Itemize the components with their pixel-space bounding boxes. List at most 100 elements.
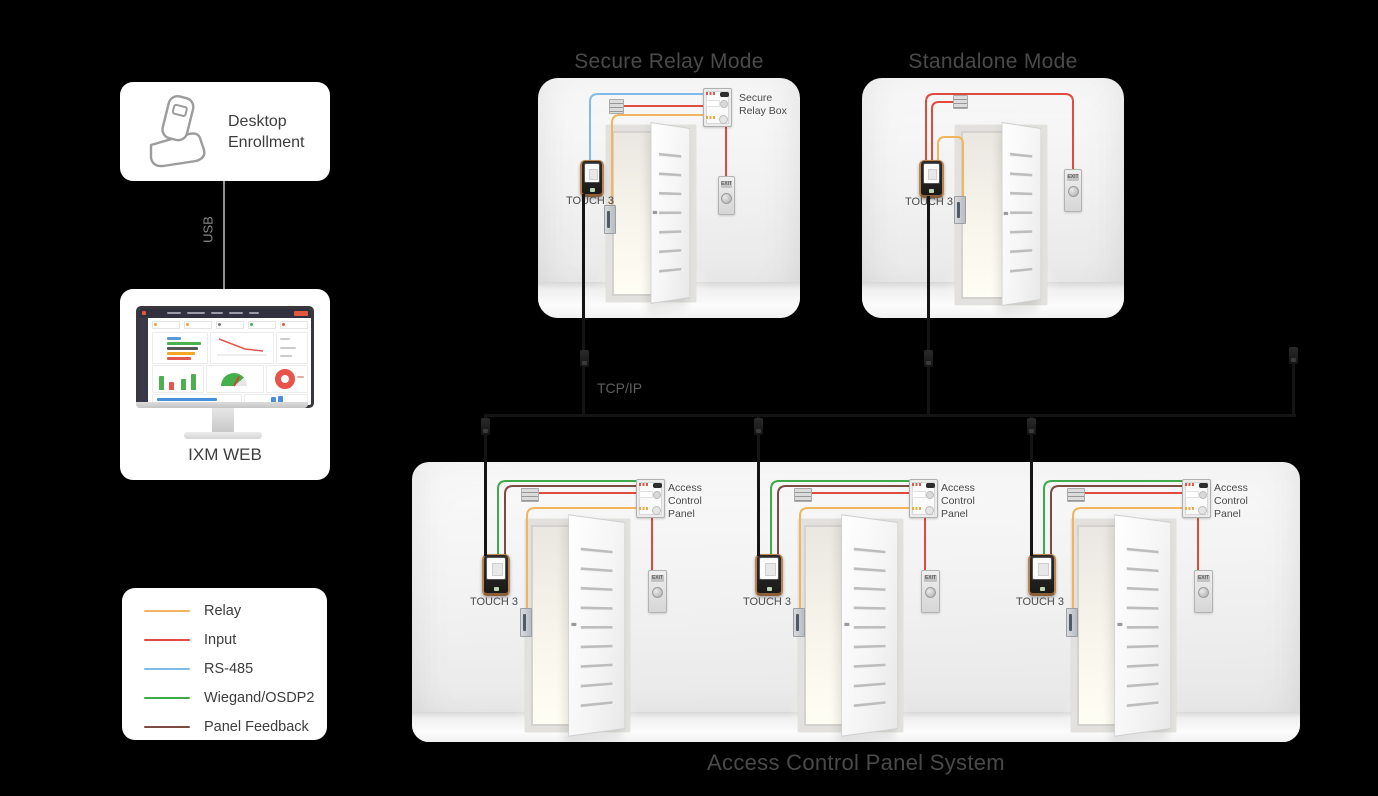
relay-wire (799, 507, 912, 610)
tcpip-drop-3 (1030, 415, 1033, 556)
rj45-plug (1027, 418, 1036, 435)
rj45-plug (580, 350, 589, 367)
door-strike (1066, 608, 1078, 637)
access-control-panel-label: Access Control Panel (1214, 482, 1248, 521)
panel-feedback-wire (1050, 485, 1185, 557)
legend-label: RS-485 (204, 660, 254, 677)
tcpip-bus (484, 414, 1296, 417)
door-contact-sensor (1067, 488, 1085, 502)
acp-door-scene-2: EXIT TOUCH 3 Access Control Panel (685, 462, 975, 742)
rj45-plug (481, 418, 490, 435)
ixm-dashboard-screen (136, 306, 314, 408)
ixm-web-label: IXM WEB (188, 445, 262, 464)
legend-item-wiegand: Wiegand/OSDP2 (122, 683, 327, 712)
touch3-reader (919, 160, 944, 198)
rs485-wire (589, 93, 705, 162)
rj45-plug (924, 350, 933, 367)
exit-push-button (1067, 186, 1079, 197)
input-wire-exit (925, 93, 1074, 171)
exit-push-button (1198, 587, 1209, 598)
access-control-panel-label: Access Control Panel (941, 482, 975, 521)
panel-feedback-wire (504, 485, 639, 557)
door-contact-sensor (521, 488, 539, 502)
rj45-plug (1289, 347, 1298, 364)
usb-line (223, 181, 225, 289)
desktop-enrollment-label: Desktop Enrollment (228, 113, 305, 151)
donut-chart (266, 365, 308, 393)
secure-relay-scene: EXIT TOUCH 3 Secure Relay Box (538, 78, 800, 318)
legend-item-panel-feedback: Panel Feedback (122, 712, 327, 741)
monitor-stand (212, 408, 234, 432)
ixm-web-card: IXM WEB (120, 289, 330, 480)
touch3-label: TOUCH 3 (565, 195, 615, 207)
gauge-chart (206, 365, 264, 393)
tcpip-drop-1 (484, 415, 487, 556)
wiring (770, 480, 926, 610)
wiring (589, 93, 727, 207)
legend-label: Relay (204, 602, 242, 619)
access-control-panel-box (909, 479, 938, 518)
tcpip-cable-secure (582, 194, 585, 415)
relay-wire (526, 507, 639, 610)
touch3-reader (1028, 554, 1056, 596)
legend-label: Panel Feedback (204, 718, 309, 735)
legend-card: Relay Input RS-485 Wiegand/OSDP2 Panel F… (122, 588, 327, 740)
monitor-base (184, 432, 262, 439)
wiring (1043, 480, 1199, 610)
rj45-plug (754, 418, 763, 435)
standalone-mode-title: Standalone Mode (908, 50, 1078, 73)
door-strike (954, 196, 966, 224)
enrollment-scanner-icon (149, 95, 206, 168)
line-chart (210, 332, 274, 364)
door-strike (520, 608, 532, 637)
touch3-label: TOUCH 3 (1015, 596, 1065, 608)
exit-push-button (652, 587, 663, 598)
door-contact-sensor (953, 95, 968, 109)
relay-line-swatch (144, 609, 190, 612)
input-line-swatch (144, 638, 190, 641)
legend-label: Wiegand/OSDP2 (204, 689, 315, 706)
relay-wire (937, 136, 964, 198)
exit-button: EXIT (1064, 169, 1082, 212)
exit-label: EXIT (924, 575, 937, 582)
exit-label: EXIT (651, 575, 664, 582)
door-contact-sensor (609, 99, 624, 114)
panel-feedback-line-swatch (144, 725, 190, 728)
tcpip-stub (1292, 356, 1295, 415)
exit-label: EXIT (1197, 575, 1210, 582)
touch3-reader (482, 554, 510, 596)
acp-system-panel: EXIT TOUCH 3 Access Control Panel (412, 462, 1300, 742)
touch3-label: TOUCH 3 (469, 596, 519, 608)
dashboard-sidebar (139, 318, 148, 405)
exit-push-button (925, 587, 936, 598)
stat-cards (276, 332, 308, 364)
wiegand-wire (497, 480, 639, 557)
door-contact-sensor (794, 488, 812, 502)
touch3-reader (580, 160, 604, 197)
acp-door-scene-1: EXIT TOUCH 3 Access Control Panel (412, 462, 702, 742)
touch3-reader (755, 554, 783, 596)
desktop-enrollment-card: Desktop Enrollment (120, 82, 330, 181)
access-control-panel-box (636, 479, 665, 518)
exit-push-button (721, 193, 732, 204)
acp-system-caption: Access Control Panel System (707, 750, 1005, 775)
usb-label: USB (200, 216, 216, 243)
exit-button: EXIT (648, 570, 667, 613)
legend-label: Input (204, 631, 237, 648)
rs485-line-swatch (144, 667, 190, 670)
legend-item-input: Input (122, 625, 327, 654)
secure-relay-mode-title: Secure Relay Mode (574, 50, 764, 73)
vbar-chart (152, 365, 204, 393)
tcpip-drop-2 (757, 415, 760, 556)
secure-relay-box (703, 88, 732, 127)
exit-button: EXIT (1194, 570, 1213, 613)
wiring (497, 480, 653, 610)
wiring (925, 93, 1074, 198)
acp-door-scene-3: EXIT TOUCH 3 Access Control Panel (958, 462, 1248, 742)
input-wire-sensor (931, 101, 955, 163)
access-control-panel-label: Access Control Panel (668, 482, 702, 521)
secure-relay-box-label: Secure Relay Box (739, 92, 787, 118)
relay-wire (611, 114, 705, 207)
exit-button: EXIT (718, 176, 735, 215)
